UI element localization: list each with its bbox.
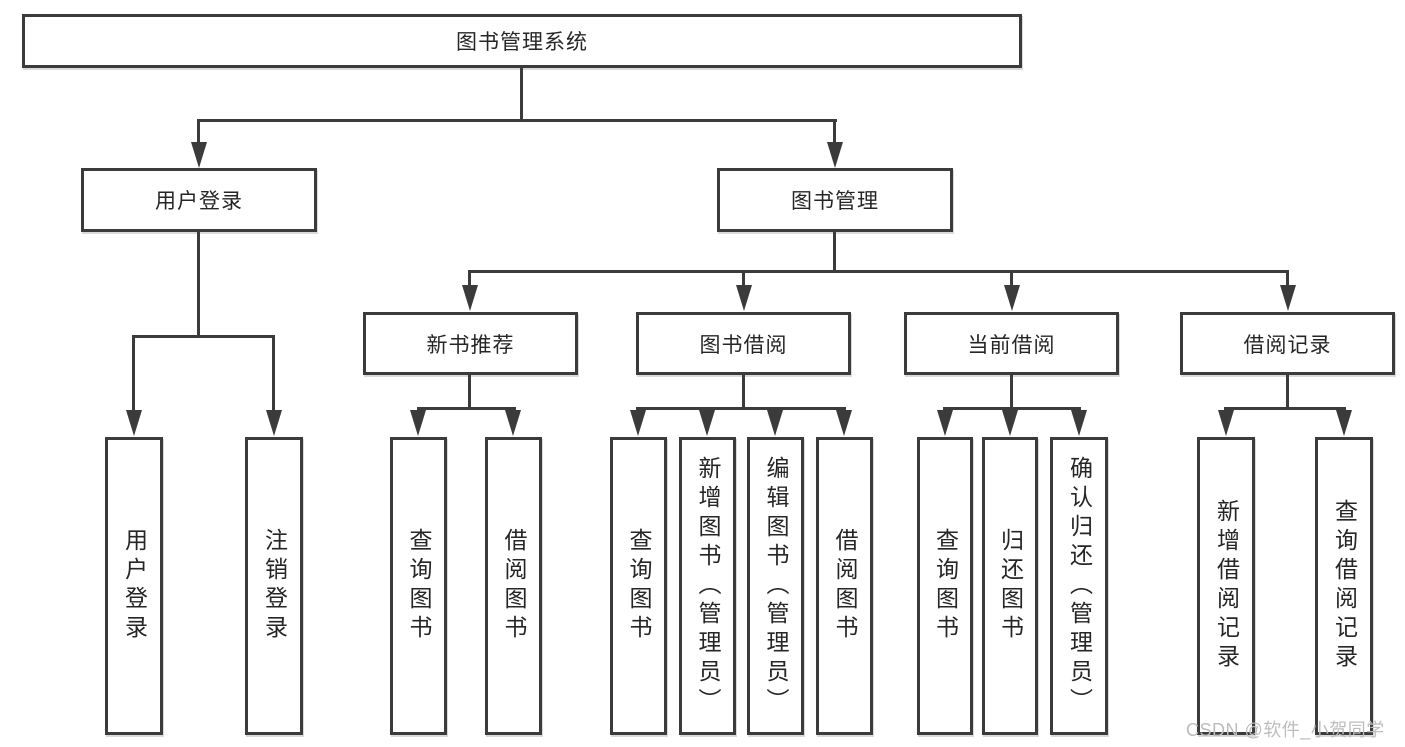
node-current-child-query: 查询图书 [917, 437, 973, 735]
node-login-child-user-login: 用户登录 [105, 437, 163, 735]
connector-book-management-stub [833, 232, 836, 272]
arrowhead-down [191, 142, 207, 168]
node-new-book-recommend: 新书推荐 [363, 312, 578, 375]
connector-current-branch [943, 407, 1081, 410]
arrowhead-down [1071, 410, 1087, 436]
connector-drop-book-management [833, 120, 836, 148]
arrowhead-down [836, 410, 852, 436]
arrowhead-down [266, 410, 282, 436]
connector-borrow-branch [636, 407, 846, 410]
connector-recommend-stub [468, 375, 471, 410]
node-borrow-records: 借阅记录 [1180, 312, 1395, 375]
connector-drop-logout-leaf [272, 336, 275, 414]
node-login-child-logout: 注销登录 [245, 437, 303, 735]
arrowhead-down [1336, 410, 1352, 436]
node-book-management: 图书管理 [717, 168, 953, 232]
node-current-child-return: 归还图书 [982, 437, 1038, 735]
node-borrow-child-edit: 编辑图书（管理员） [747, 437, 804, 735]
watermark-text: CSDN @软件_小贺同学 [1186, 720, 1385, 740]
arrowhead-down [505, 410, 521, 436]
arrowhead-down [1004, 285, 1020, 311]
node-current-child-confirm: 确认归还（管理员） [1050, 437, 1108, 735]
arrowhead-down [126, 410, 142, 436]
connector-records-stub [1286, 375, 1289, 410]
connector-records-branch [1224, 407, 1346, 410]
node-recommend-child-borrow: 借阅图书 [485, 437, 542, 735]
connector-drop-records [1286, 271, 1289, 289]
arrowhead-down [937, 410, 953, 436]
arrowhead-down [736, 285, 752, 311]
connector-current-stub [1010, 375, 1013, 410]
node-recommend-child-query: 查询图书 [390, 437, 447, 735]
node-user-login: 用户登录 [81, 168, 317, 232]
connector-user-login-branch [132, 335, 275, 338]
arrowhead-down [699, 410, 715, 436]
node-borrow-child-query: 查询图书 [610, 437, 667, 735]
connector-user-login-stub [197, 232, 200, 338]
connector-recommend-branch [417, 407, 516, 410]
connector-level2-branch [197, 119, 837, 122]
node-records-child-query: 查询借阅记录 [1315, 437, 1373, 735]
arrowhead-down [827, 142, 843, 168]
connector-level3-branch [468, 270, 1289, 273]
arrowhead-down [462, 285, 478, 311]
connector-drop-current [1010, 271, 1013, 289]
connector-drop-borrow [742, 271, 745, 289]
arrowhead-down [1280, 285, 1296, 311]
connector-borrow-stub [742, 375, 745, 410]
connector-drop-login-leaf [132, 336, 135, 414]
node-root: 图书管理系统 [22, 14, 1022, 68]
arrowhead-down [1218, 410, 1234, 436]
node-book-borrow: 图书借阅 [636, 312, 851, 375]
node-records-child-add: 新增借阅记录 [1197, 437, 1255, 735]
arrowhead-down [1002, 410, 1018, 436]
connector-root-trunk [520, 68, 523, 121]
arrowhead-down [630, 410, 646, 436]
connector-drop-recommend [468, 271, 471, 289]
arrowhead-down [410, 410, 426, 436]
arrowhead-down [767, 410, 783, 436]
node-borrow-child-add: 新增图书（管理员） [679, 437, 736, 735]
node-current-borrow: 当前借阅 [904, 312, 1119, 375]
node-borrow-child-borrow: 借阅图书 [816, 437, 873, 735]
connector-drop-user-login [197, 120, 200, 148]
